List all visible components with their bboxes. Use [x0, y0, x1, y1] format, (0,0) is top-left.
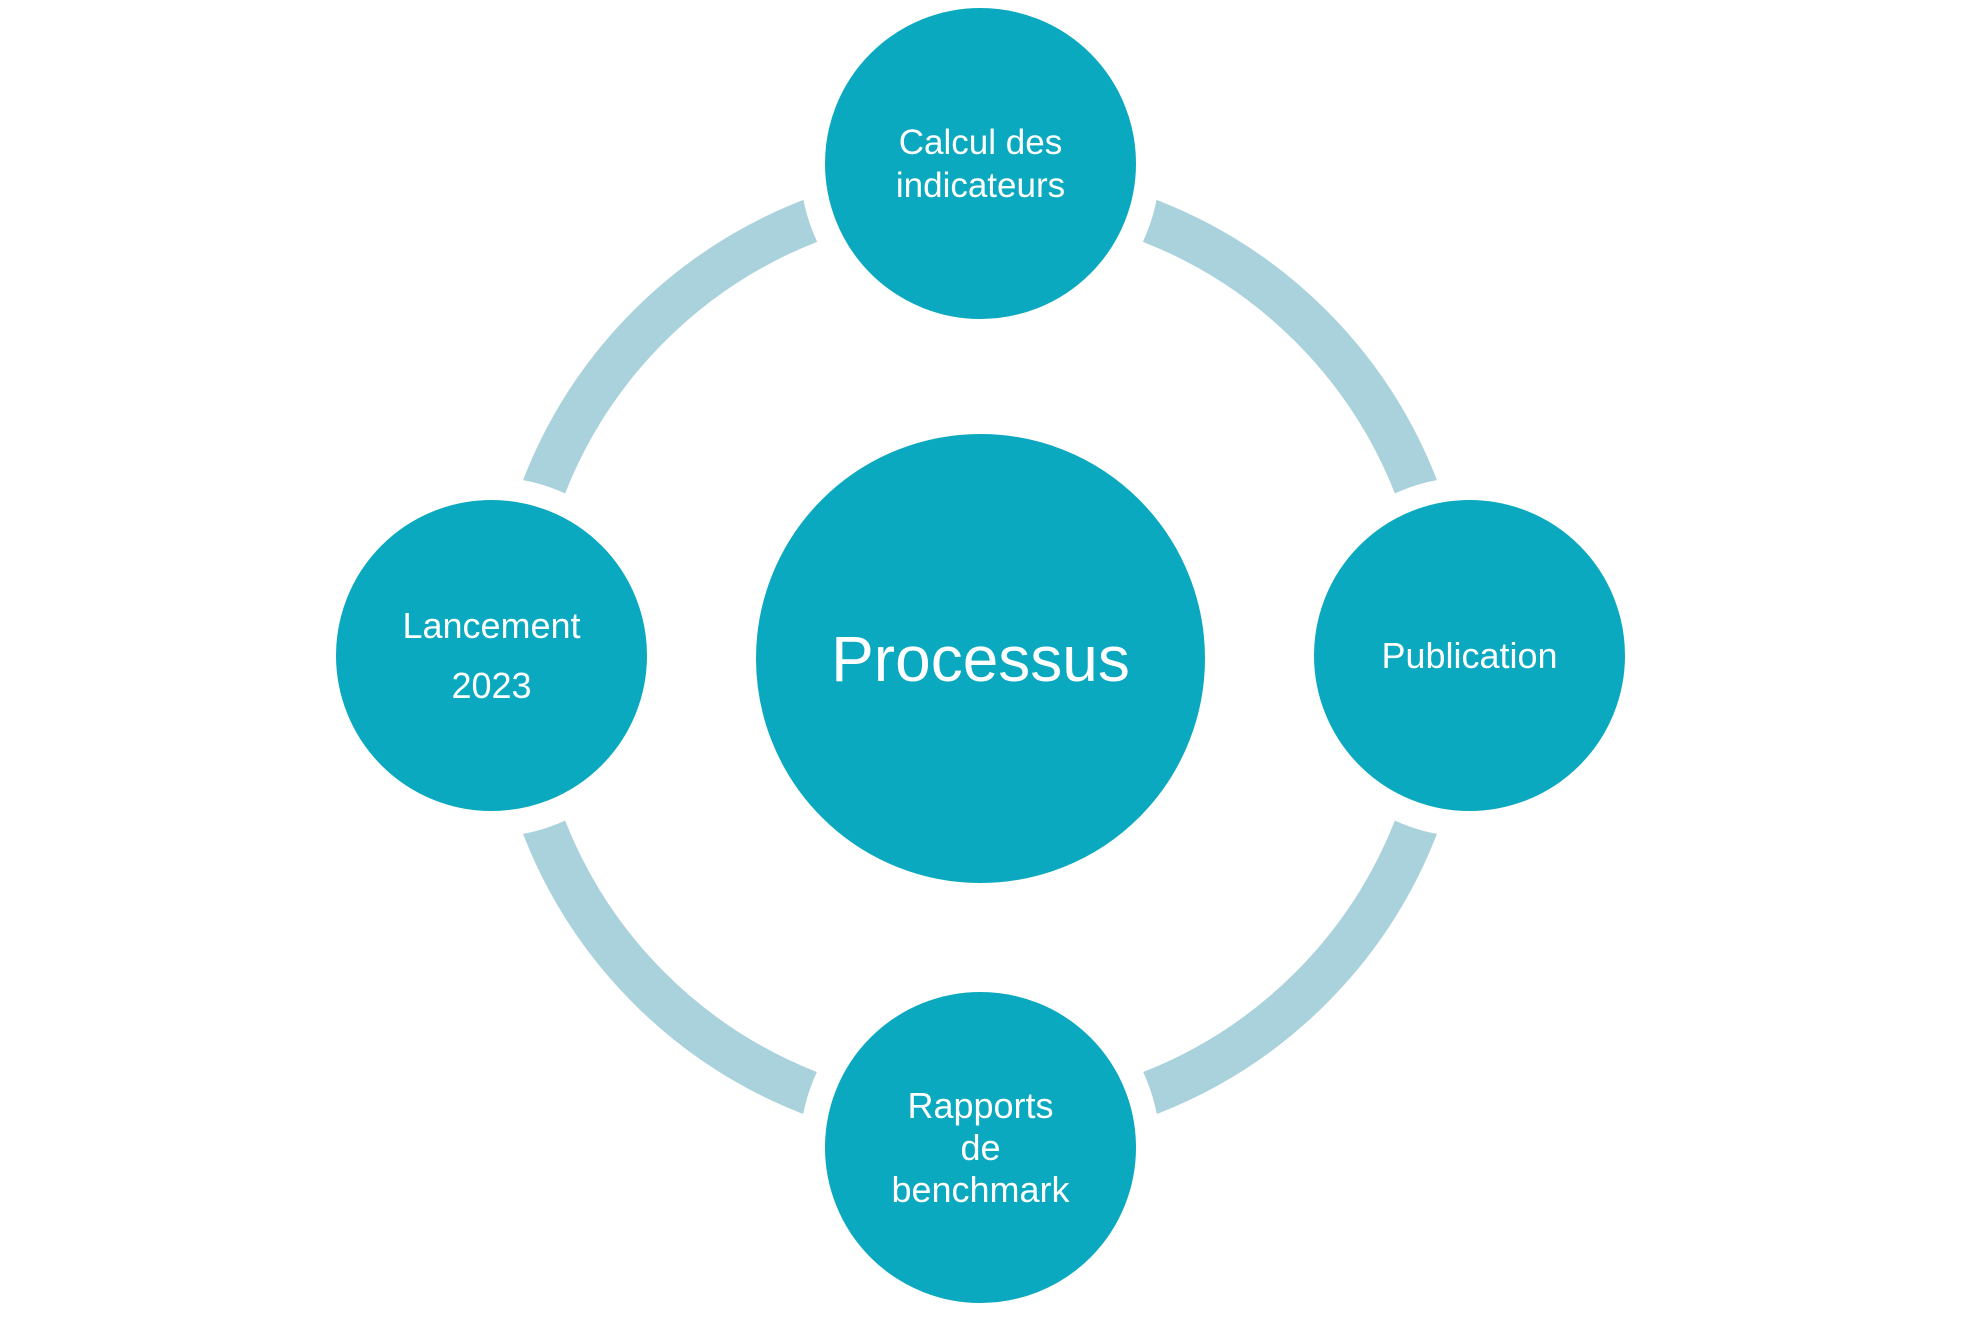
step-label-line: de	[960, 1126, 1001, 1168]
step-label-line: Rapports	[907, 1084, 1054, 1126]
step-node-calcul-des-indicateurs: Calcul des indicateurs	[817, 0, 1144, 327]
step-label-line: indicateurs	[895, 165, 1066, 205]
step-node-rapports-de-benchmark: Rapports de benchmark	[817, 984, 1144, 1311]
step-node-lancement-2023: Lancement 2023	[328, 492, 655, 819]
center-label: Processus	[831, 622, 1130, 695]
step-label-line: benchmark	[891, 1168, 1070, 1210]
step-label-line: Lancement	[402, 604, 581, 646]
step-label-line: 2023	[451, 664, 532, 706]
step-label-line: Calcul des	[898, 122, 1063, 162]
center-node-processus: Processus	[748, 426, 1213, 891]
step-node-publication: Publication	[1306, 492, 1633, 819]
step-label-line: Publication	[1381, 634, 1558, 676]
